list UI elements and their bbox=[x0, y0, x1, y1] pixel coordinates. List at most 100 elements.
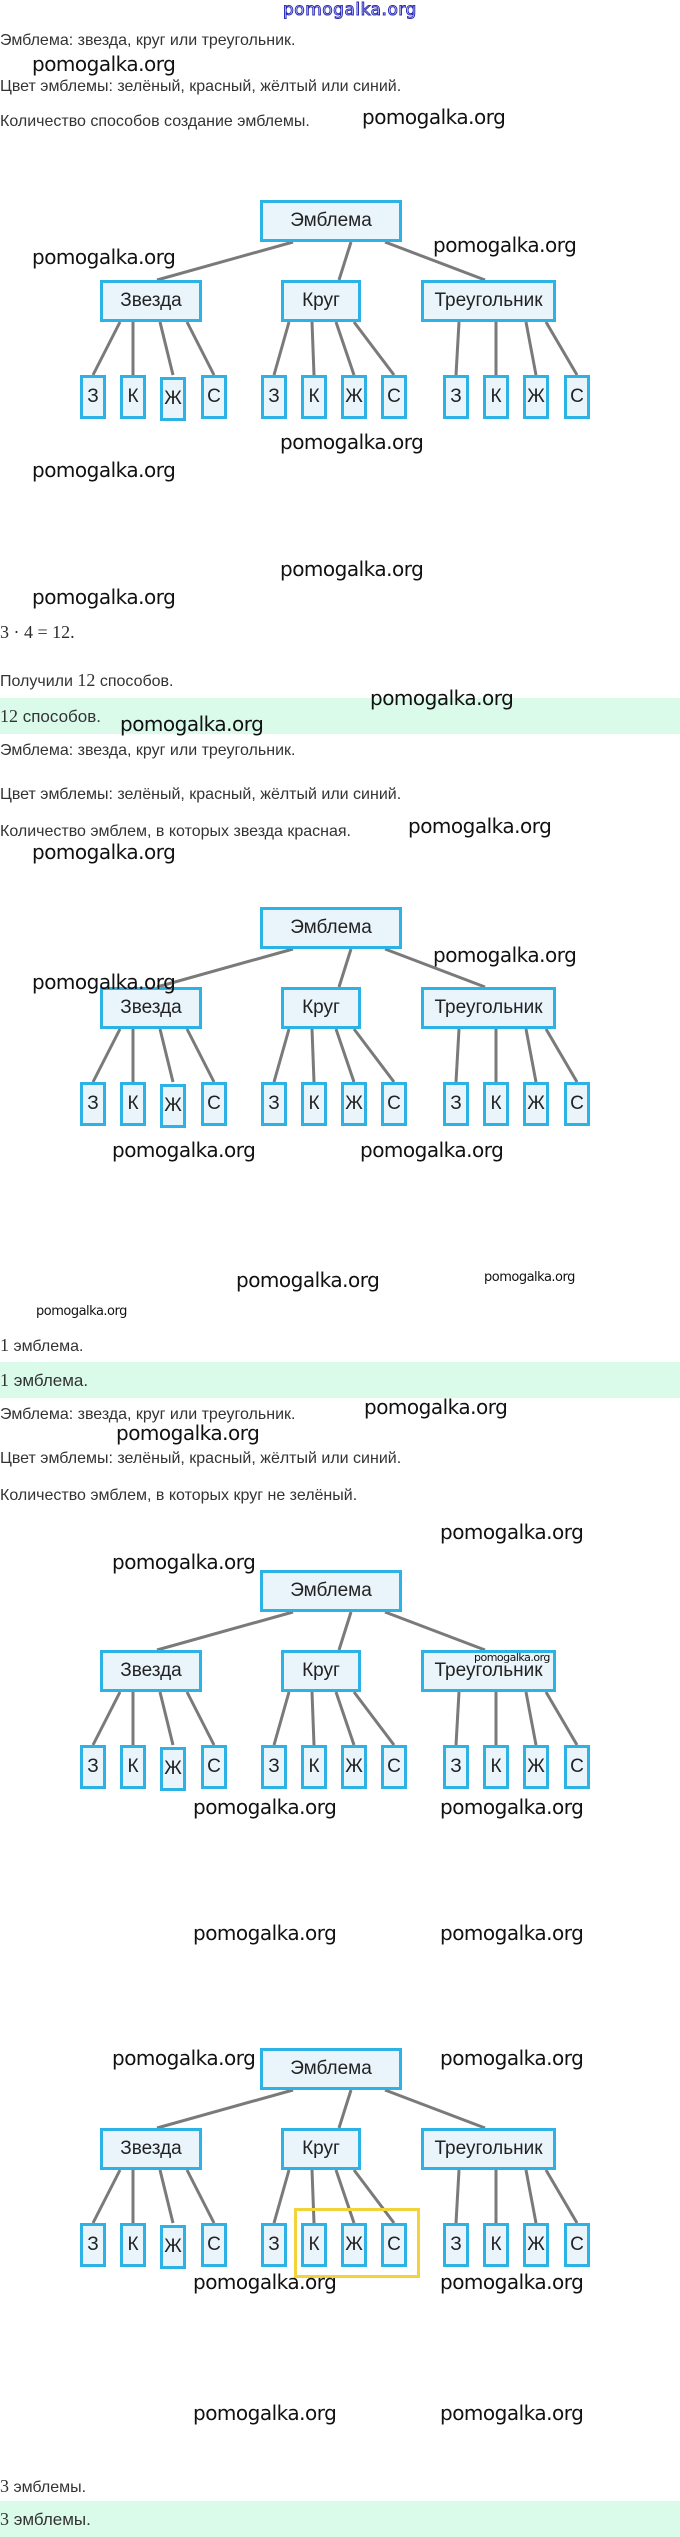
edge-root-circle bbox=[337, 2089, 353, 2129]
edge-circle-yellow bbox=[334, 2169, 356, 2224]
watermark: pomogalka.org bbox=[193, 1921, 337, 1945]
result-number: 1 bbox=[0, 1335, 9, 1355]
watermark: pomogalka.org bbox=[32, 970, 176, 994]
task3-answer: 3 эмблемы. bbox=[0, 2509, 91, 2530]
watermark: pomogalka.org bbox=[474, 1651, 550, 1664]
watermark: pomogalka.org bbox=[364, 1395, 508, 1419]
edge-triangle-blue bbox=[544, 321, 579, 376]
tree-node-triangle: Треугольник bbox=[421, 280, 556, 322]
tree-leaf-star-green: З bbox=[80, 1082, 106, 1126]
tree-leaf-triangle-yellow: Ж bbox=[523, 1745, 549, 1789]
watermark: pomogalka.org bbox=[433, 943, 577, 967]
task1-line-shape: Эмблема: звезда, круг или треугольник. bbox=[0, 32, 296, 49]
tree-leaf-triangle-blue: С bbox=[564, 1745, 590, 1789]
task2-result: 1 эмблема. bbox=[0, 1335, 83, 1356]
tree-leaf-star-blue: С bbox=[201, 1745, 227, 1789]
tree-root-node: Эмблема bbox=[260, 2048, 402, 2090]
tree-root-node: Эмблема bbox=[260, 907, 402, 949]
edge-root-star bbox=[156, 2088, 294, 2130]
watermark: pomogalka.org bbox=[236, 1268, 380, 1292]
tree-leaf-circle-green: З bbox=[261, 2223, 287, 2267]
tree-leaf-circle-yellow: Ж bbox=[341, 375, 367, 419]
edge-star-blue bbox=[185, 321, 216, 376]
result-suffix: эмблемы. bbox=[9, 2479, 87, 2496]
site-logo-link[interactable]: pomogalka.org bbox=[283, 0, 417, 21]
edge-root-circle bbox=[337, 241, 353, 281]
tree-leaf-star-yellow: Ж bbox=[160, 1084, 186, 1128]
watermark: pomogalka.org bbox=[440, 2401, 584, 2425]
edge-root-triangle bbox=[384, 2088, 486, 2130]
watermark: pomogalka.org bbox=[370, 686, 514, 710]
watermark: pomogalka.org bbox=[440, 1795, 584, 1819]
result-suffix: эмблема. bbox=[9, 1338, 84, 1355]
task1-answer: 12 способов. bbox=[0, 706, 101, 727]
answer-number: 1 bbox=[0, 1370, 9, 1390]
watermark: pomogalka.org bbox=[280, 557, 424, 581]
tree-leaf-triangle-red: К bbox=[483, 1745, 509, 1789]
edge-root-circle bbox=[337, 1611, 353, 1651]
watermark: pomogalka.org bbox=[408, 814, 552, 838]
tree-leaf-circle-red: К bbox=[301, 2223, 327, 2267]
edge-root-star bbox=[156, 1610, 294, 1652]
task1-answer-box bbox=[0, 698, 680, 734]
edge-circle-green bbox=[272, 2169, 291, 2224]
tree-leaf-triangle-red: К bbox=[483, 1082, 509, 1126]
tree-leaf-triangle-yellow: Ж bbox=[523, 375, 549, 419]
edge-star-yellow bbox=[158, 2169, 175, 2224]
tree-edges bbox=[91, 947, 579, 1083]
watermark: pomogalka.org bbox=[32, 245, 176, 269]
task3-answer-box bbox=[0, 2501, 680, 2537]
tree-leaf-triangle-yellow: Ж bbox=[523, 2223, 549, 2267]
watermark: pomogalka.org bbox=[112, 1550, 256, 1574]
tree-node-triangle: Треугольник bbox=[421, 1650, 556, 1692]
edge-triangle-green bbox=[454, 321, 461, 376]
edge-star-blue bbox=[185, 1028, 216, 1083]
task2-line-question: Количество эмблем, в которых звезда крас… bbox=[0, 823, 351, 840]
tree-node-star: Звезда bbox=[100, 987, 202, 1029]
answer-number: 12 bbox=[0, 706, 18, 726]
edge-star-green bbox=[91, 2169, 122, 2224]
tree-leaf-triangle-red: К bbox=[483, 2223, 509, 2267]
answer-suffix: эмблема. bbox=[9, 1371, 89, 1390]
edge-circle-blue bbox=[352, 321, 396, 376]
result-number: 12 bbox=[77, 670, 96, 690]
tree-leaf-triangle-green: З bbox=[443, 2223, 469, 2267]
tree-leaf-triangle-blue: С bbox=[564, 1082, 590, 1126]
answer-number: 3 bbox=[0, 2509, 9, 2529]
edge-triangle-blue bbox=[544, 2169, 579, 2224]
task2-line-color: Цвет эмблемы: зелёный, красный, жёлтый и… bbox=[0, 786, 402, 803]
edge-triangle-yellow bbox=[524, 2169, 538, 2224]
tree-root-node: Эмблема bbox=[260, 1570, 402, 1612]
edge-root-triangle bbox=[384, 947, 486, 989]
edge-root-triangle bbox=[384, 240, 486, 282]
watermark: pomogalka.org bbox=[193, 1795, 337, 1819]
edge-circle-green bbox=[272, 1028, 291, 1083]
task3-line-color: Цвет эмблемы: зелёный, красный, жёлтый и… bbox=[0, 1450, 402, 1467]
tree-node-circle: Круг bbox=[281, 987, 361, 1029]
edge-triangle-blue bbox=[544, 1691, 579, 1746]
tree-leaf-circle-yellow: Ж bbox=[341, 1082, 367, 1126]
tree-leaf-star-blue: С bbox=[201, 375, 227, 419]
tree-node-triangle: Треугольник bbox=[421, 987, 556, 1029]
tree-leaf-circle-red: К bbox=[301, 375, 327, 419]
tree-root-node: Эмблема bbox=[260, 200, 402, 242]
edge-star-green bbox=[91, 1691, 122, 1746]
edge-star-blue bbox=[185, 1691, 216, 1746]
edge-triangle-yellow bbox=[524, 321, 538, 376]
task3-line-question: Количество эмблем, в которых круг не зел… bbox=[0, 1487, 358, 1504]
edge-circle-blue bbox=[352, 1691, 396, 1746]
tree-edges bbox=[91, 1610, 579, 1746]
watermark: pomogalka.org bbox=[116, 1421, 260, 1445]
watermark: pomogalka.org bbox=[440, 1520, 584, 1544]
tree-node-star: Звезда bbox=[100, 280, 202, 322]
task1-line-question: Количество способов создание эмблемы. bbox=[0, 113, 310, 130]
tree-leaf-triangle-green: З bbox=[443, 1745, 469, 1789]
edge-circle-red bbox=[310, 1028, 316, 1083]
watermark: pomogalka.org bbox=[36, 1304, 127, 1319]
tree-leaf-triangle-red: К bbox=[483, 375, 509, 419]
tree-leaf-star-red: К bbox=[120, 375, 146, 419]
edge-circle-yellow bbox=[334, 1028, 356, 1083]
edge-star-blue bbox=[185, 2169, 216, 2224]
